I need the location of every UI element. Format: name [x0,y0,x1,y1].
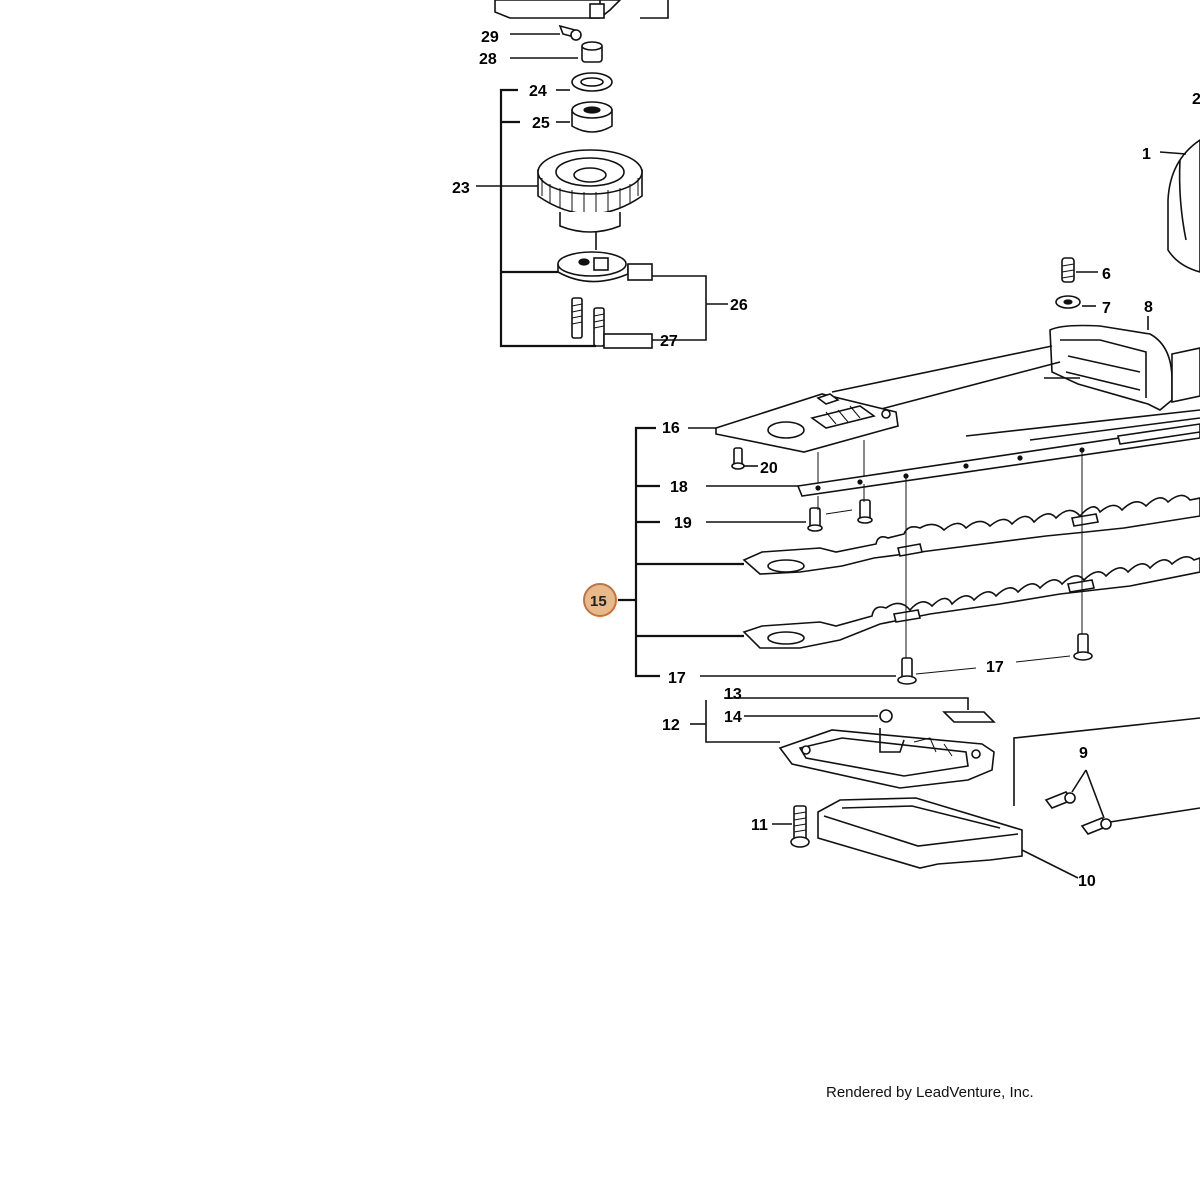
callout-15: 15 [590,593,607,610]
part-25-bearing [556,101,613,133]
bracket-15-group [618,426,744,678]
part-20-screw [731,447,758,470]
part-14-ball [744,709,893,723]
part-29-screw [510,24,582,41]
top-bracket-part [494,0,669,19]
part-10-cover-tray [817,797,1079,879]
part-18-strip [706,409,1200,497]
callout-17-right[interactable]: 17 [986,659,1004,676]
callout-20[interactable]: 20 [760,460,778,477]
part-27-screws [571,297,653,349]
part-26-cam-plate [557,251,728,341]
part-9-screws [1013,717,1200,835]
part-6-screw [1061,257,1098,283]
callout-2[interactable]: 2 [1192,91,1200,108]
callout-8[interactable]: 8 [1144,299,1153,316]
part-24-washer [556,72,613,92]
callout-23[interactable]: 23 [452,180,470,197]
part-17-screws [700,633,1093,685]
callout-11[interactable]: 11 [751,817,768,834]
callout-1[interactable]: 1 [1142,146,1151,163]
callout-25[interactable]: 25 [532,115,550,132]
footer-credit: Rendered by LeadVenture, Inc. [826,1084,1034,1101]
guide-lines [817,452,1083,662]
callout-24[interactable]: 24 [529,83,547,100]
part-28-spacer [510,41,603,63]
part-12-lower-plate [690,700,995,789]
part-19-screws [706,499,873,532]
part-11-screw [772,805,810,848]
callout-17-left[interactable]: 17 [668,670,686,687]
callout-10[interactable]: 10 [1078,873,1096,890]
part-8-housing [1049,316,1200,411]
callout-19[interactable]: 19 [674,515,692,532]
bracket-23-group [499,88,596,348]
blade-top-plate [831,345,1080,415]
callout-13[interactable]: 13 [724,686,742,703]
callout-12[interactable]: 12 [662,717,680,734]
part-7-washer [1055,295,1096,309]
callout-14[interactable]: 14 [724,709,742,726]
callout-27[interactable]: 27 [660,333,678,350]
part-23-gear [476,149,643,250]
callout-6[interactable]: 6 [1102,266,1111,283]
callout-16[interactable]: 16 [662,420,680,437]
callout-28[interactable]: 28 [479,51,497,68]
part-13-pad [724,697,996,723]
blade-lower [742,556,1200,649]
part-16-gearbox-plate [688,393,899,486]
callout-29[interactable]: 29 [481,29,499,46]
callout-18[interactable]: 18 [670,479,688,496]
callout-26[interactable]: 26 [730,297,748,314]
housing-part-1 [1159,139,1200,273]
callout-7[interactable]: 7 [1102,300,1111,317]
callout-15-highlight[interactable]: 15 [583,583,617,617]
callout-9[interactable]: 9 [1079,745,1088,762]
blade-upper [742,494,1200,575]
